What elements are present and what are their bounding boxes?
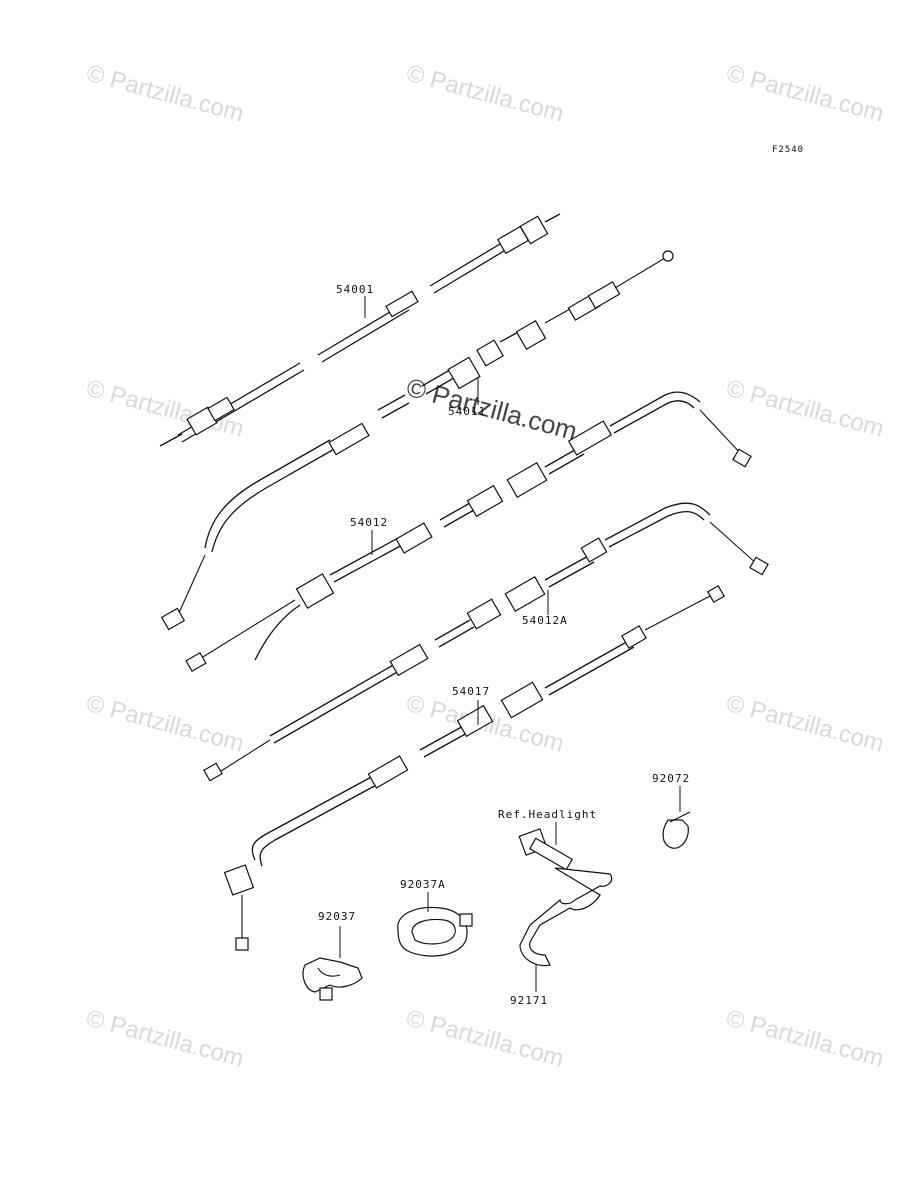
watermark: © Partzilla.com [723, 60, 886, 128]
watermark: © Partzilla.com [83, 690, 246, 758]
label-54011: 54011 [448, 405, 486, 418]
label-54017: 54017 [452, 685, 490, 698]
diagram-code: F2540 [772, 145, 804, 155]
label-92171: 92171 [510, 994, 548, 1007]
label-54012a: 54012A [522, 614, 568, 627]
watermark: © Partzilla.com [83, 60, 246, 128]
watermark: © Partzilla.com [723, 375, 886, 443]
label-92037a: 92037A [400, 878, 446, 891]
watermark: © Partzilla.com [723, 690, 886, 758]
part-54017-drawing[interactable] [223, 584, 726, 951]
watermark: © Partzilla.com [403, 1005, 566, 1073]
watermark: © Partzilla.com [403, 60, 566, 128]
label-92037: 92037 [318, 910, 356, 923]
part-92171-drawing[interactable] [518, 828, 613, 967]
part-54012a-drawing[interactable] [203, 502, 769, 782]
watermark: © Partzilla.com [723, 1005, 886, 1073]
label-54012: 54012 [350, 516, 388, 529]
watermark: © Partzilla.com [83, 1005, 246, 1073]
part-92072-drawing[interactable] [662, 811, 691, 849]
part-54011-drawing[interactable] [377, 250, 674, 419]
label-92072: 92072 [652, 772, 690, 785]
watermark: © Partzilla.com [403, 372, 580, 446]
part-92037a-drawing[interactable] [397, 906, 473, 957]
part-54012-drawing[interactable] [160, 391, 752, 631]
part-92037-drawing[interactable] [302, 957, 363, 1001]
label-54001: 54001 [336, 283, 374, 296]
part-54012-lower-drawing[interactable] [185, 522, 433, 673]
ref-headlight-note: Ref.Headlight [498, 808, 597, 821]
part-54001-drawing[interactable] [159, 213, 561, 447]
